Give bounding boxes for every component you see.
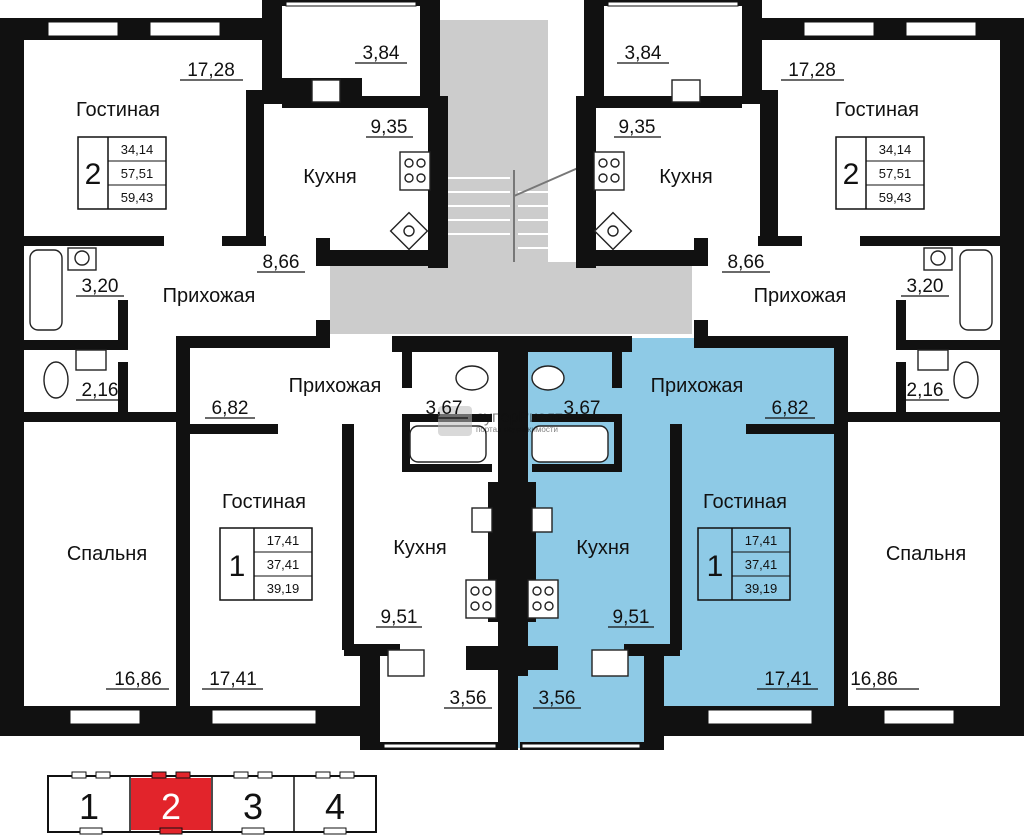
watermark: суперРиэлт портал недвижимости (438, 406, 563, 436)
kitchen-sink-icon (389, 211, 633, 251)
area-bl-kitchen: 9,51 (381, 607, 418, 628)
area-tl-hall: 8,66 (263, 252, 300, 273)
badge-living-area: 34,14 (121, 142, 154, 157)
room-name-tl-kitchen: Кухня (303, 166, 357, 188)
stove-icon (399, 151, 625, 619)
area-bl-balcony: 3,56 (450, 688, 487, 709)
area-tl-wc: 2,16 (82, 380, 119, 401)
area-bl-hall: 6,82 (212, 398, 249, 419)
watermark-tagline: портал недвижимости (476, 425, 558, 434)
badge-total-area: 57,51 (879, 166, 912, 181)
toilet-icon (43, 361, 979, 399)
floor-button-2[interactable]: 2 (131, 771, 211, 835)
sink-icon (67, 247, 953, 533)
badge-room-count: 2 (843, 158, 860, 191)
badge-total-with-balcony: 59,43 (121, 190, 154, 205)
badge-total-area: 37,41 (267, 557, 300, 572)
area-br-kitchen: 9,51 (613, 607, 650, 628)
area-bl-bedroom: 16,86 (114, 669, 162, 690)
room-name-tl-living: Гостиная (76, 99, 160, 121)
radiators (311, 79, 701, 677)
badge-room-count: 2 (85, 158, 102, 191)
floor-button-4[interactable]: 4 (295, 771, 375, 835)
area-labels: 17,28 3,84 9,35 8,66 3,20 2,16 17,28 3,8… (76, 43, 949, 709)
area-tr-kitchen: 9,35 (619, 117, 656, 138)
floor-button-3[interactable]: 3 (213, 771, 293, 835)
apartment-badge-tr[interactable]: 2 34,14 57,51 59,43 (835, 136, 925, 210)
area-br-bath: 3,67 (564, 398, 601, 419)
apartment-badge-tl[interactable]: 2 34,14 57,51 59,43 (77, 136, 167, 210)
area-tr-hall: 8,66 (728, 252, 765, 273)
floor-button-label: 2 (161, 786, 181, 827)
staircase (448, 167, 579, 262)
area-br-bedroom: 16,86 (850, 669, 898, 690)
area-tl-bath: 3,20 (82, 276, 119, 297)
room-name-tr-living: Гостиная (835, 99, 919, 121)
badge-living-area: 17,41 (745, 533, 778, 548)
room-name-bl-bedroom: Спальня (67, 543, 147, 565)
room-name-br-kitchen: Кухня (576, 537, 630, 559)
badge-living-area: 17,41 (267, 533, 300, 548)
area-bl-living: 17,41 (209, 669, 257, 690)
badge-total-area: 57,51 (121, 166, 154, 181)
badge-living-area: 34,14 (879, 142, 912, 157)
area-tl-kitchen: 9,35 (371, 117, 408, 138)
bathtub-icon (29, 249, 993, 463)
badge-total-with-balcony: 59,43 (879, 190, 912, 205)
room-name-bl-kitchen: Кухня (393, 537, 447, 559)
room-name-tl-hall: Прихожая (163, 285, 256, 307)
room-name-tr-hall: Прихожая (754, 285, 847, 307)
area-br-living: 17,41 (764, 669, 812, 690)
room-labels: Гостиная Кухня Прихожая Гостиная Кухня П… (67, 99, 966, 565)
badge-room-count: 1 (707, 550, 724, 583)
area-tr-balcony: 3,84 (625, 43, 662, 64)
watermark-name: суперРиэлт (476, 409, 563, 426)
apartment-badge-br[interactable]: 1 17,41 37,41 39,19 (697, 527, 791, 601)
room-name-br-hall: Прихожая (651, 375, 744, 397)
apartment-badge-bl[interactable]: 1 17,41 37,41 39,19 (219, 527, 313, 601)
floor-button-label: 4 (325, 786, 345, 827)
badge-total-with-balcony: 39,19 (745, 581, 778, 596)
room-name-tr-kitchen: Кухня (659, 166, 713, 188)
area-tr-wc: 2,16 (907, 380, 944, 401)
badge-total-area: 37,41 (745, 557, 778, 572)
badge-total-with-balcony: 39,19 (267, 581, 300, 596)
stairwell (330, 20, 692, 334)
area-br-balcony: 3,56 (539, 688, 576, 709)
floor-selector: 1 2 3 4 (47, 771, 377, 835)
area-br-hall: 6,82 (772, 398, 809, 419)
room-name-bl-hall: Прихожая (289, 375, 382, 397)
room-name-br-living: Гостиная (703, 491, 787, 513)
room-name-br-bedroom: Спальня (886, 543, 966, 565)
area-tl-living: 17,28 (187, 60, 235, 81)
area-tr-bath: 3,20 (907, 276, 944, 297)
floor-button-label: 3 (243, 786, 263, 827)
windows (47, 1, 977, 749)
area-bl-bath: 3,67 (426, 398, 463, 419)
floor-button-1[interactable]: 1 (50, 771, 130, 835)
area-tr-living: 17,28 (788, 60, 836, 81)
badge-room-count: 1 (229, 550, 246, 583)
room-name-bl-living: Гостиная (222, 491, 306, 513)
area-tl-balcony: 3,84 (363, 43, 400, 64)
floor-button-label: 1 (79, 786, 99, 827)
